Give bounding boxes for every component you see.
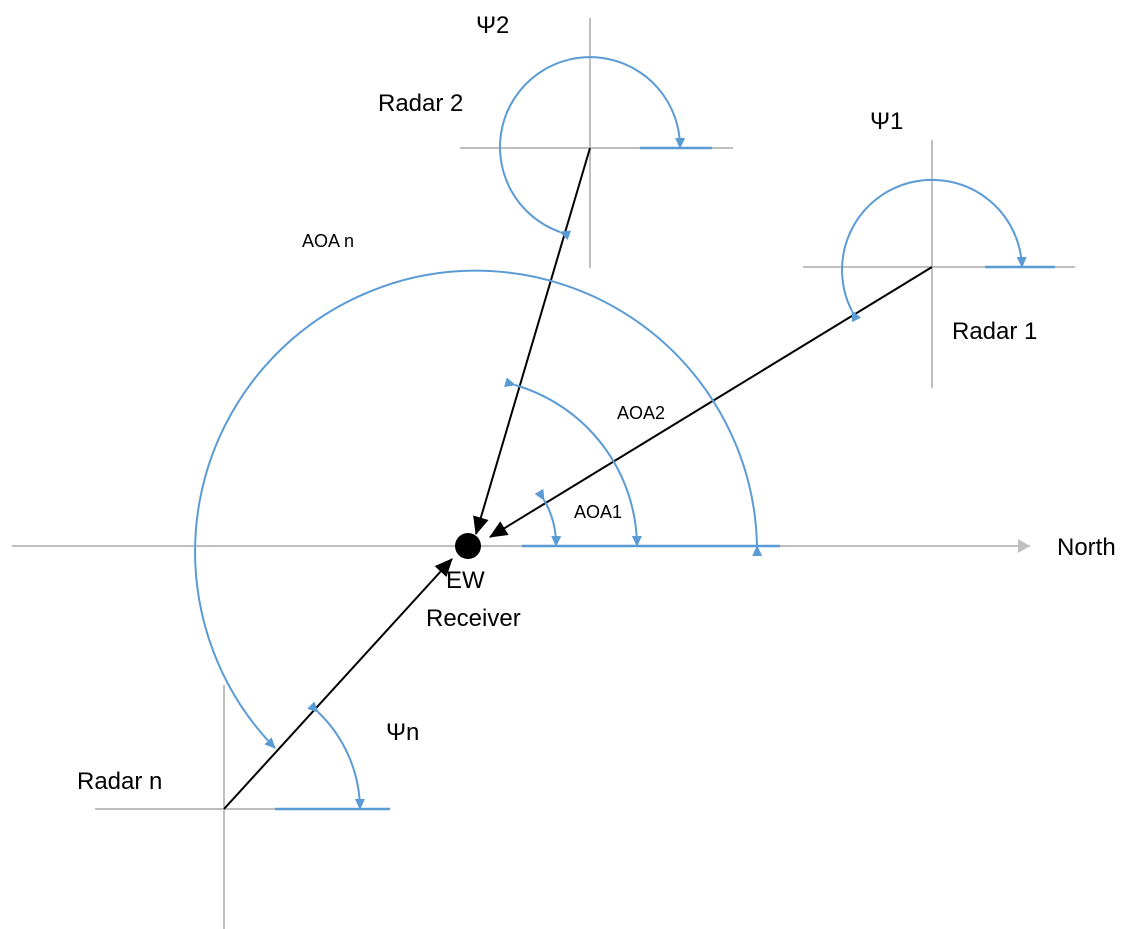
aoa1-label: AOA1 (574, 502, 622, 522)
radar1-axes (803, 140, 1075, 388)
ew-receiver-dot (455, 533, 481, 559)
psi2-arc (499, 56, 686, 241)
aoan-arc (194, 269, 763, 749)
psi2-label: Ψ2 (476, 12, 509, 39)
radarn-axes (95, 685, 390, 929)
radarn-line-of-sight (223, 558, 453, 810)
radar1-label: Radar 1 (952, 318, 1037, 345)
radar2-label: Radar 2 (378, 90, 463, 117)
north-reference-segments (275, 146, 1055, 811)
psin-label: Ψn (386, 719, 419, 746)
radar2-line-of-sight (473, 147, 591, 535)
receiver-label-line1: EW (446, 567, 485, 594)
aoa1-arc (534, 488, 562, 547)
aoa2-arc (504, 377, 642, 547)
psi1-arc (841, 178, 1027, 323)
psi1-label: Ψ1 (870, 108, 903, 135)
north-label: North (1057, 534, 1116, 561)
receiver-label-line2: Receiver (426, 605, 521, 632)
aoan-label: AOA n (302, 231, 354, 251)
psin-arc (307, 701, 365, 810)
aoa2-label: AOA2 (617, 403, 665, 423)
radarn-label: Radar n (77, 768, 162, 795)
